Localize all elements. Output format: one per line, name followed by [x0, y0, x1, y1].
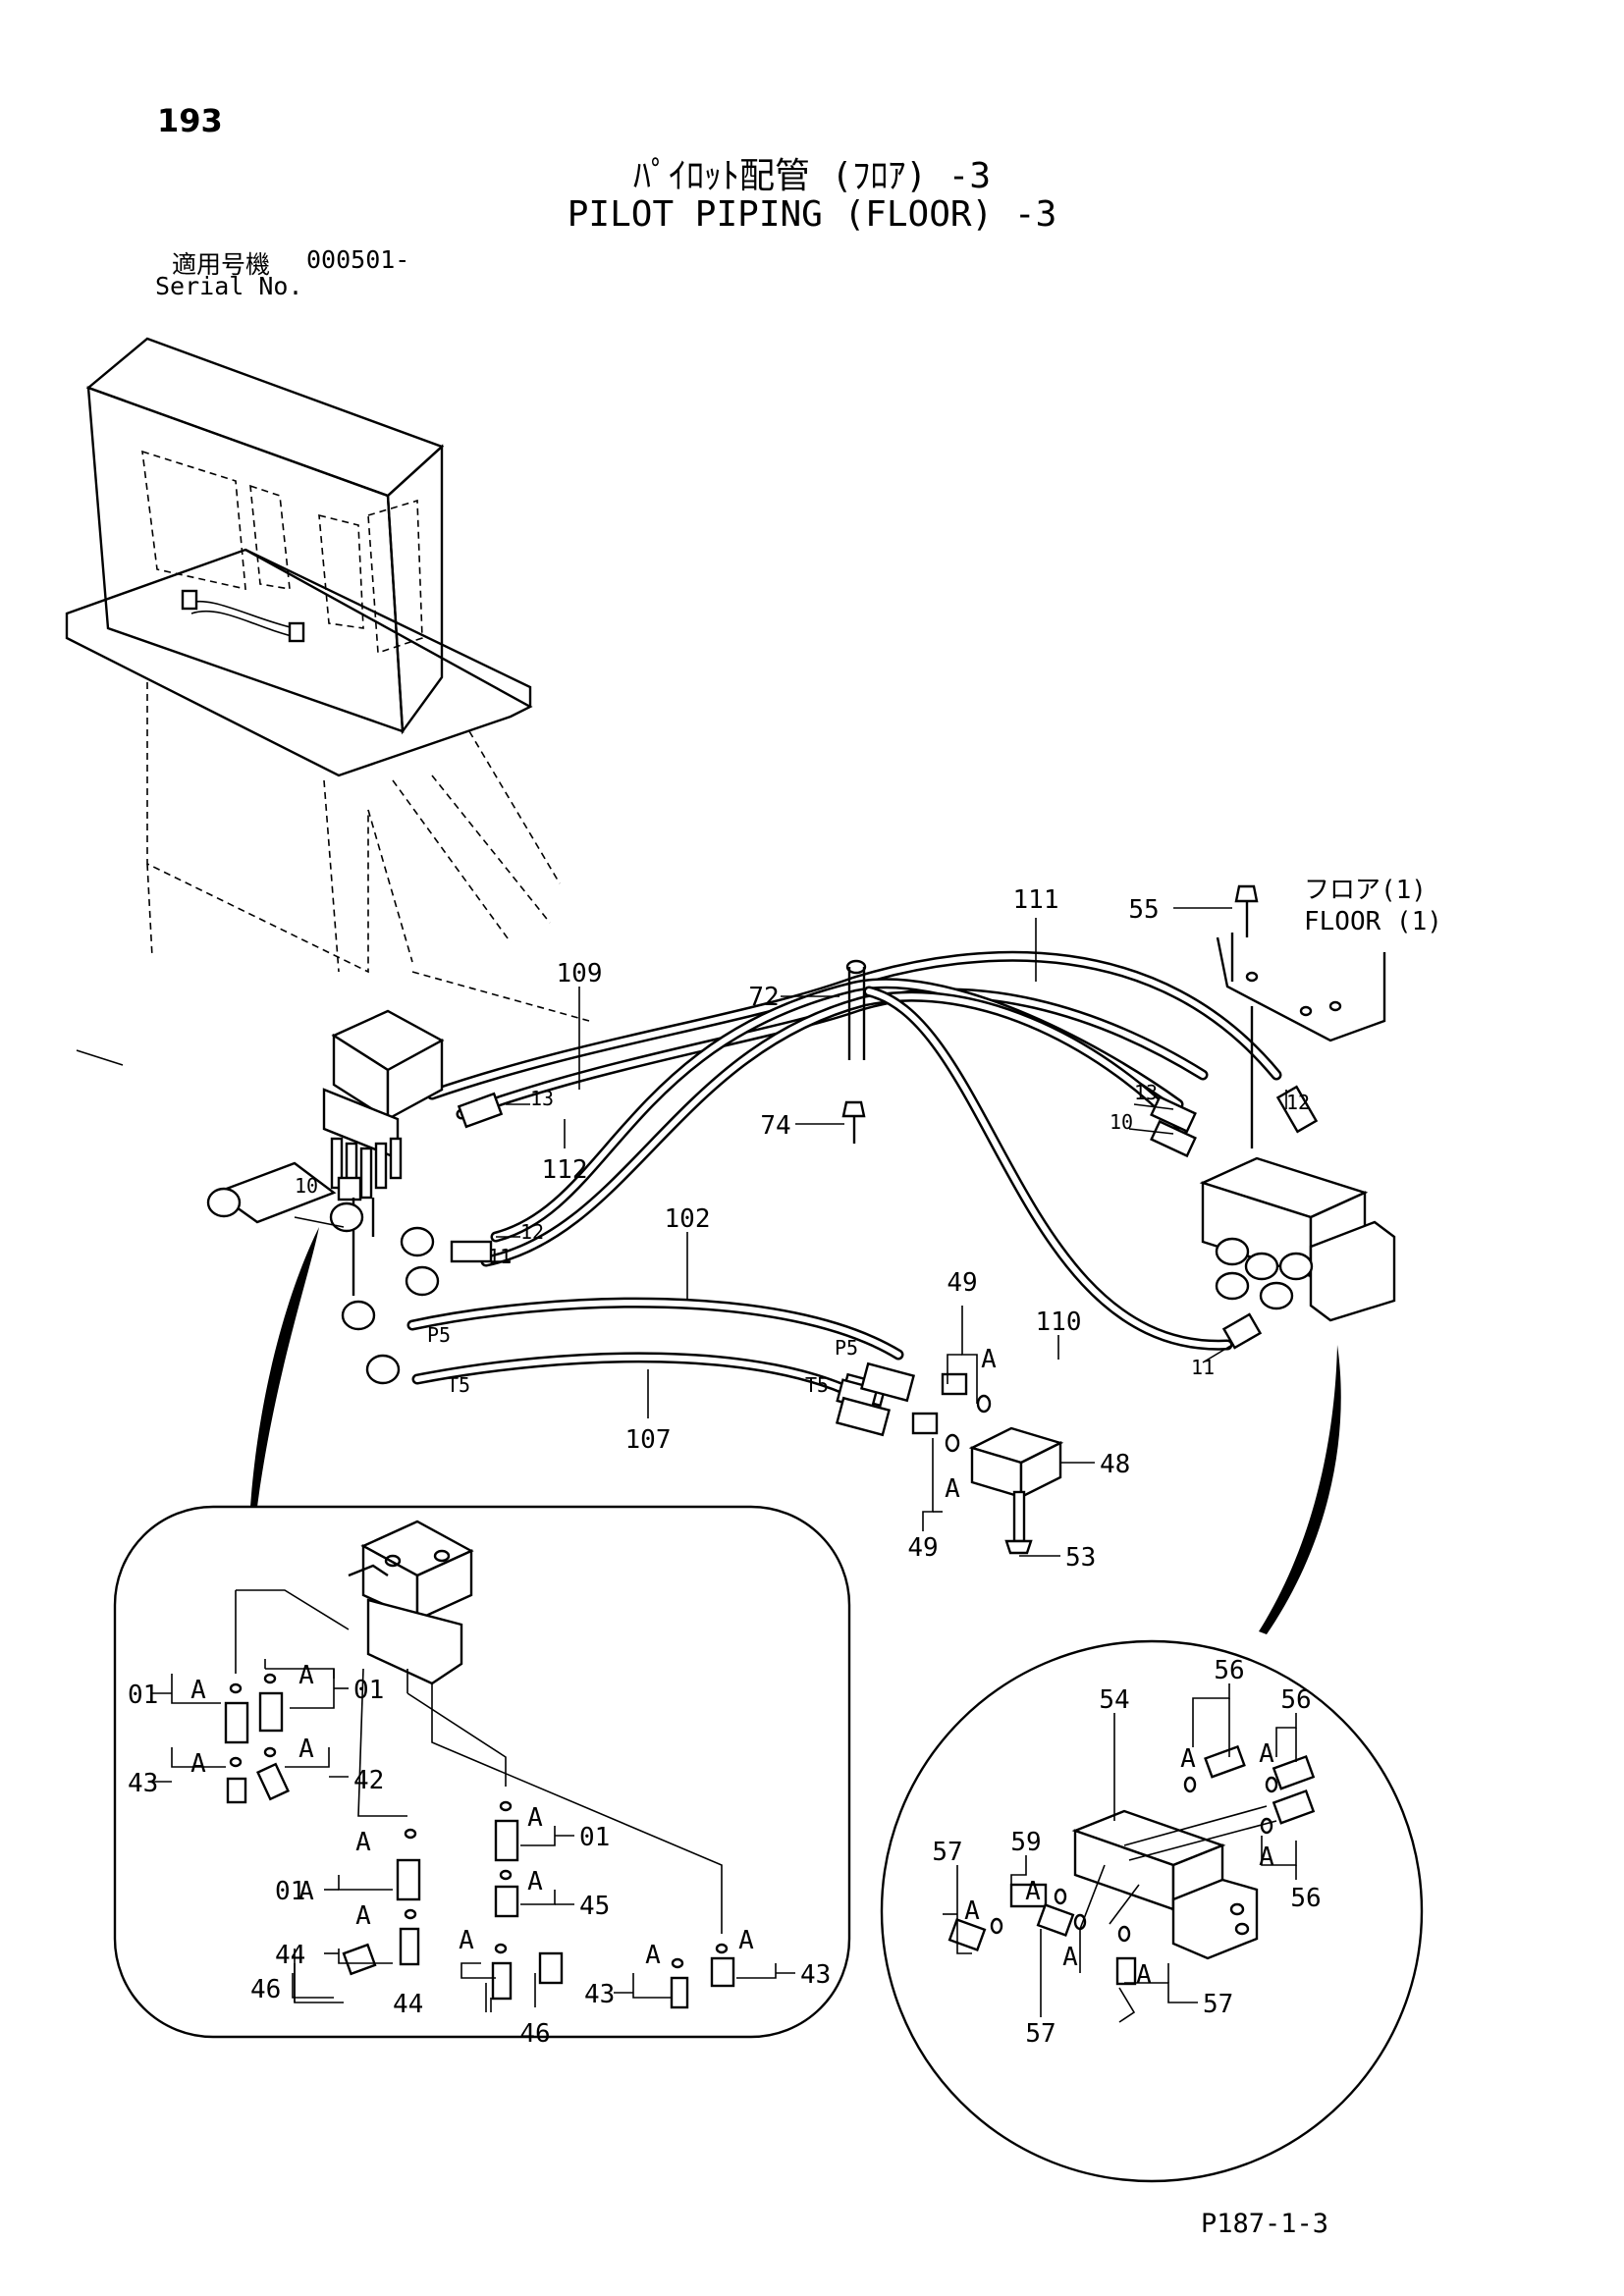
- inset-right-A-4: A: [1025, 1877, 1041, 1906]
- inset-left-callout-46-a: 46: [250, 1975, 281, 2004]
- callout-12-right: 12: [1286, 1091, 1310, 1114]
- serial-label-japanese: 適用号機: [172, 250, 271, 279]
- callout-53: 53: [1065, 1543, 1096, 1573]
- callout-107: 107: [625, 1425, 672, 1455]
- page-number: 193: [157, 102, 223, 139]
- inset-connector-right: [1259, 1345, 1341, 1634]
- hose-bundle: [406, 950, 1282, 1405]
- inset-right-callout-57-a: 57: [932, 1838, 962, 1867]
- callout-49-upper: 49: [947, 1268, 977, 1298]
- callout-72: 72: [748, 983, 779, 1012]
- inset-connector-left: [250, 1227, 319, 1507]
- control-valve-right: [1150, 1006, 1396, 1350]
- inset-right-callout-56-c: 56: [1290, 1884, 1321, 1913]
- port-label-t5-right: T5: [805, 1373, 829, 1397]
- callout-55: 55: [1128, 895, 1159, 925]
- machine-cab-illustration: [65, 337, 590, 1066]
- leader-lines: [294, 907, 1287, 1557]
- inset-left-callout-43-c: 43: [800, 1960, 831, 1990]
- callout-48: 48: [1100, 1450, 1130, 1479]
- callout-A-upper: A: [981, 1345, 997, 1374]
- inset-right-callout-57-b: 57: [1025, 2019, 1056, 2049]
- inset-left-A-9: A: [459, 1926, 474, 1955]
- floor-panel: [1216, 884, 1386, 1042]
- reference-code: P187-1-3: [1201, 2209, 1329, 2239]
- inset-left-callout-01-a: 01: [128, 1681, 158, 1710]
- inset-left-callout-45: 45: [579, 1892, 610, 1921]
- callout-13-right: 13: [1134, 1081, 1158, 1104]
- callout-10-right: 10: [1110, 1110, 1133, 1134]
- inset-left-detail: [113, 1505, 851, 2039]
- title-japanese: ﾊﾟｲﾛｯﾄ配管 (ﾌﾛｱ) -3: [632, 156, 992, 196]
- floor-note-japanese: フロア(1): [1304, 876, 1427, 905]
- inset-left-callout-42: 42: [353, 1766, 384, 1795]
- callout-74: 74: [760, 1111, 790, 1141]
- inset-left-A-1: A: [190, 1676, 206, 1705]
- inset-left-A-12: A: [298, 1877, 314, 1906]
- callout-102: 102: [665, 1204, 711, 1234]
- pilot-valve-main: [206, 1009, 504, 1385]
- inset-left-A-2: A: [298, 1661, 314, 1690]
- inset-left-A-11: A: [738, 1926, 754, 1955]
- callout-10-left: 10: [295, 1174, 318, 1198]
- callout-labels-main: 111 55 109 72 74 13 112 10 12 11 102 13 …: [295, 876, 1442, 1573]
- inset-left-callout-44-b: 44: [393, 1990, 423, 2019]
- inset-right-A-6: A: [1062, 1943, 1078, 1972]
- inset-left-A-10: A: [645, 1941, 661, 1970]
- inset-right-A-2: A: [1259, 1739, 1274, 1769]
- callout-A-lower: A: [945, 1474, 960, 1504]
- inset-right-callout-56-b: 56: [1280, 1685, 1311, 1715]
- callout-112: 112: [542, 1155, 588, 1185]
- port-label-p5-right: P5: [835, 1336, 858, 1360]
- inset-right-callout-54: 54: [1099, 1685, 1129, 1715]
- inset-left-A-3: A: [190, 1749, 206, 1779]
- serial-label-english: Serial No.: [155, 272, 303, 300]
- callout-labels-inset-left: A A A A A A A A A A A A 01 01 43 42 01 0…: [128, 1661, 831, 2049]
- inset-left-callout-43-b: 43: [584, 1980, 615, 2009]
- inset-right-callout-59: 59: [1010, 1828, 1041, 1857]
- serial-number-value: 000501-: [306, 245, 410, 274]
- inset-left-callout-46-b: 46: [519, 2019, 550, 2049]
- inset-right-callout-57-c: 57: [1203, 1990, 1233, 2019]
- inset-left-A-8: A: [355, 1901, 371, 1931]
- callout-12-left: 12: [520, 1220, 544, 1244]
- inset-left-A-6: A: [527, 1803, 543, 1833]
- adapter-block-48: [835, 1100, 1064, 1555]
- title-english: PILOT PIPING (FLOOR) -3: [567, 194, 1057, 235]
- inset-left-A-4: A: [298, 1735, 314, 1764]
- inset-right-callout-56-a: 56: [1214, 1656, 1244, 1685]
- inset-right-detail: [880, 1639, 1424, 2183]
- callout-49-lower: 49: [907, 1533, 938, 1563]
- port-label-t5-left: T5: [447, 1373, 470, 1397]
- inset-left-callout-43-a: 43: [128, 1769, 158, 1798]
- floor-note-english: FLOOR (1): [1304, 907, 1442, 936]
- inset-left-callout-44-a: 44: [275, 1941, 305, 1970]
- inset-right-A-5: A: [964, 1896, 980, 1926]
- inset-right-A-1: A: [1180, 1744, 1196, 1774]
- callout-11-left: 11: [488, 1245, 512, 1268]
- port-label-p5-left: P5: [427, 1323, 451, 1347]
- inset-left-callout-01-c: 01: [275, 1877, 305, 1906]
- callout-109: 109: [557, 959, 603, 988]
- inset-right-A-7: A: [1136, 1960, 1152, 1990]
- inset-left-callout-01-d: 01: [579, 1823, 610, 1852]
- callout-13-left: 13: [530, 1087, 554, 1110]
- callout-11-right: 11: [1191, 1356, 1215, 1379]
- callout-labels-inset-right: 54 56 56 56 59 57 57 57 A A A A A A A: [932, 1656, 1321, 2049]
- callout-111: 111: [1013, 885, 1059, 915]
- callout-110: 110: [1036, 1308, 1082, 1337]
- inset-left-callout-01-b: 01: [353, 1676, 384, 1705]
- inset-left-A-7: A: [527, 1867, 543, 1896]
- inset-left-A-5: A: [355, 1828, 371, 1857]
- inset-right-A-3: A: [1259, 1842, 1274, 1872]
